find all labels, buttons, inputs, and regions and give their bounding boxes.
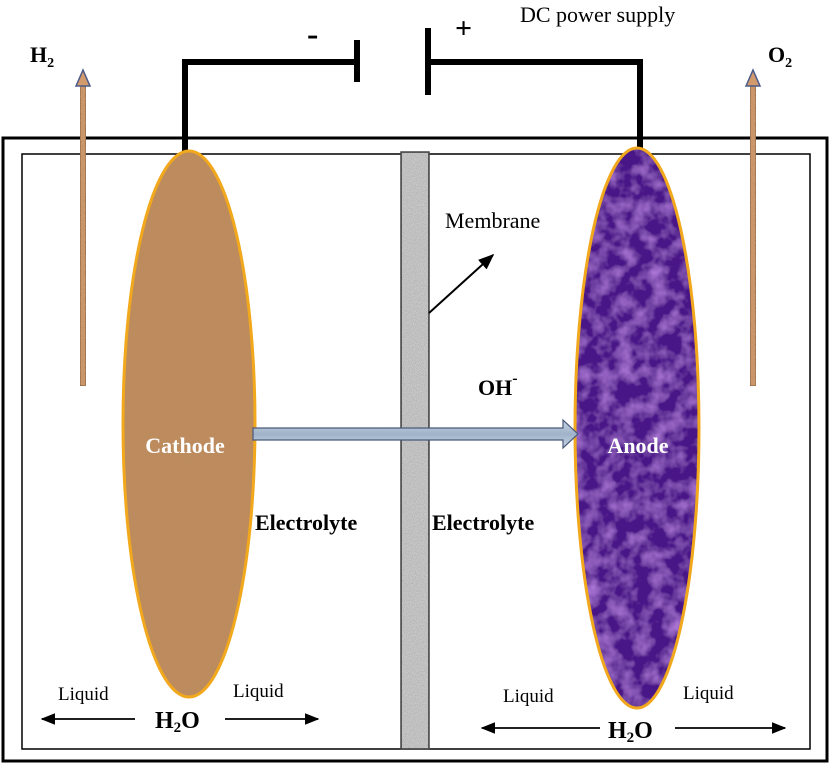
left-liquid-label-outer: Liquid <box>58 684 109 705</box>
anode-wire <box>430 59 643 148</box>
right-liquid-label-outer: Liquid <box>503 686 554 707</box>
hydroxide-ion-label: OH- <box>478 370 518 400</box>
anode-label: Anode <box>607 433 668 458</box>
negative-terminal-sign: - <box>307 16 318 53</box>
left-liquid-label-inner: Liquid <box>233 681 284 702</box>
right-water-label: H2O <box>608 718 653 746</box>
hydroxide-transport-arrow <box>252 418 579 450</box>
tank-outer-wall <box>1 136 829 763</box>
left-water-label: H2O <box>155 708 200 736</box>
membrane-pointer-arrow <box>428 253 495 314</box>
oxygen-gas-label: O2 <box>768 42 792 71</box>
membrane-separator <box>400 151 430 750</box>
membrane-label: Membrane <box>445 208 540 233</box>
right-liquid-label-inner: Liquid <box>683 683 734 704</box>
positive-terminal-sign: + <box>455 12 472 45</box>
left-electrolyte-label: Electrolyte <box>255 510 357 535</box>
power-supply-label: DC power supply <box>520 2 675 27</box>
cathode-label: Cathode <box>145 433 225 458</box>
anode-electrode <box>575 148 699 708</box>
cathode-wire <box>182 59 355 160</box>
hydrogen-gas-label: H2 <box>30 42 54 71</box>
cathode-electrode <box>123 151 255 697</box>
hydrogen-outlet-tube <box>74 68 92 387</box>
oxygen-outlet-tube <box>744 68 762 387</box>
right-electrolyte-label: Electrolyte <box>432 510 534 535</box>
